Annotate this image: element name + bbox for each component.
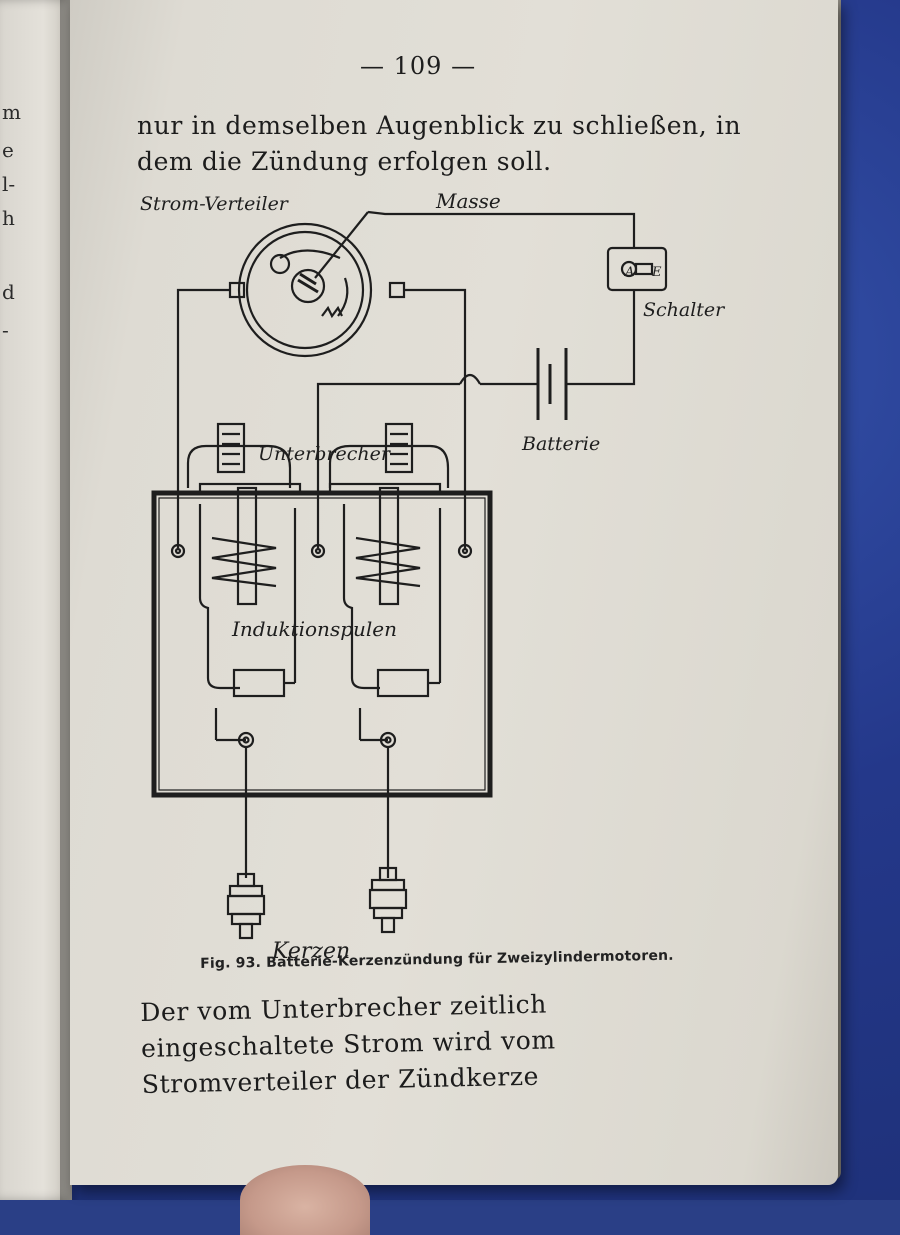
page-number: — 109 — [360,52,477,80]
continuation-paragraph: Der vom Unterbrecher zeitlich eingeschal… [140,989,556,1099]
label-distributor: Strom-Verteiler [140,193,290,215]
label-switch: Schalter [643,299,726,321]
ignition-circuit-diagram: Strom-Verteiler Masse A E Schalter Batte… [140,189,726,958]
battery-icon [536,348,568,420]
label-plugs: Kerzen [271,939,350,958]
distributor-icon [228,211,406,358]
label-switch-e: E [651,265,662,280]
book-page [70,0,838,1185]
switch-icon [606,246,668,292]
page-fragment: h [2,206,15,230]
coil-right-icon [342,486,442,742]
thumb-at-bottom [240,1165,370,1235]
page-fragment: m [2,100,21,124]
page-fragment: d [2,280,15,304]
spark-plug-left-icon [226,872,266,940]
spark-plug-right-icon [368,866,408,934]
breaker-left-icon [186,422,302,496]
label-switch-a: A [624,265,634,280]
breaker-right-icon [328,422,450,496]
coil-left-icon [198,486,297,742]
page-fragment: e [2,138,14,162]
page-fragment: l- [2,172,16,196]
label-battery: Batterie [521,433,600,455]
intro-paragraph: nur in demselben Augenblick zu schließen… [137,111,742,176]
label-coils: Induktionspulen [231,617,397,641]
previous-page-edge: m e l- h d - [0,0,72,1200]
label-ground: Masse [435,189,501,213]
page-fragment: - [2,318,9,342]
label-breaker: Unterbrecher [258,443,392,465]
